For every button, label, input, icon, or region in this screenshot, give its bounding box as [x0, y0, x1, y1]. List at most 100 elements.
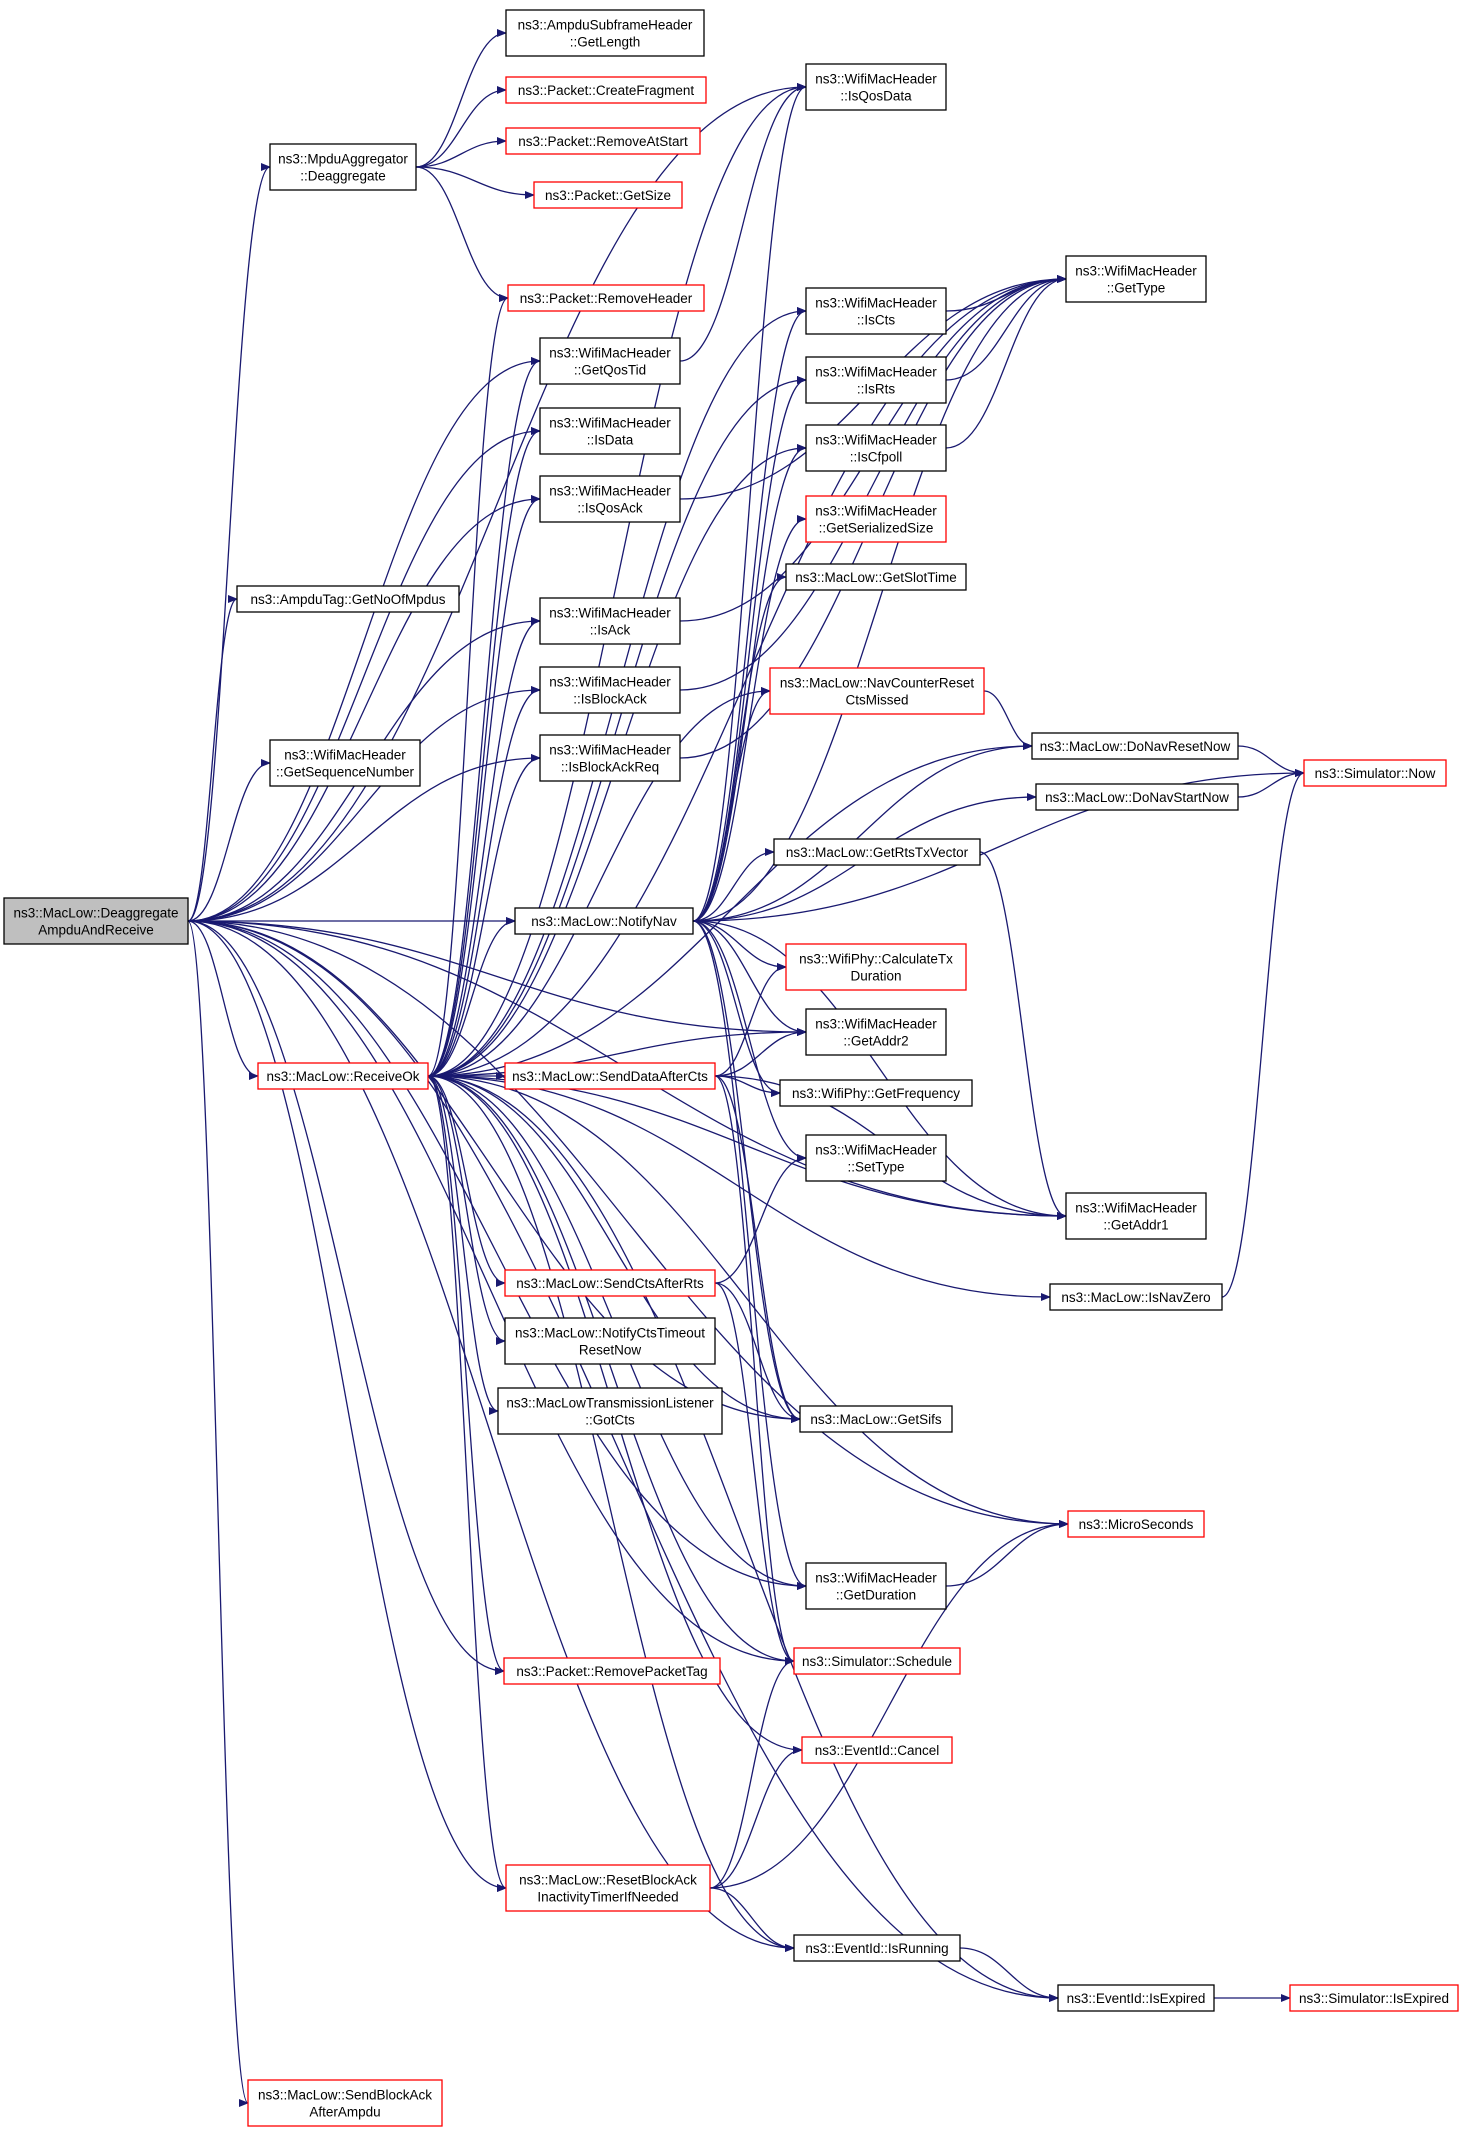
node-ampdutag[interactable]: ns3::AmpduTag::GetNoOfMpdus [236, 585, 460, 613]
node-simisexpired-box[interactable] [1289, 1984, 1459, 2012]
node-calctxduration-box[interactable] [785, 943, 967, 991]
node-schedule[interactable]: ns3::Simulator::Schedule [793, 1647, 961, 1675]
node-getseqnum[interactable]: ns3::WifiMacHeader::GetSequenceNumber [269, 739, 421, 787]
node-isack[interactable]: ns3::WifiMacHeader::IsAck [539, 597, 681, 645]
node-senddataaftercts-box[interactable] [504, 1062, 716, 1090]
node-donavstartnow[interactable]: ns3::MacLow::DoNavStartNow [1035, 783, 1239, 811]
node-isrunning[interactable]: ns3::EventId::IsRunning [793, 1934, 961, 1962]
node-getsifs-box[interactable] [799, 1405, 953, 1433]
node-getqostid[interactable]: ns3::WifiMacHeader::GetQosTid [539, 337, 681, 385]
node-isnavzero[interactable]: ns3::MacLow::IsNavZero [1049, 1283, 1223, 1311]
node-getqostid-box[interactable] [539, 337, 681, 385]
node-removeatstart-box[interactable] [505, 127, 701, 155]
node-getsifs[interactable]: ns3::MacLow::GetSifs [799, 1405, 953, 1433]
node-isqosdata[interactable]: ns3::WifiMacHeader::IsQosData [805, 63, 947, 111]
node-isexpired[interactable]: ns3::EventId::IsExpired [1057, 1984, 1215, 2012]
node-mpduagg[interactable]: ns3::MpduAggregator::Deaggregate [269, 143, 417, 191]
node-root-box[interactable] [3, 897, 189, 945]
node-getduration[interactable]: ns3::WifiMacHeader::GetDuration [805, 1562, 947, 1610]
node-createfrag-box[interactable] [505, 76, 707, 104]
node-receiveok[interactable]: ns3::MacLow::ReceiveOk [257, 1062, 429, 1090]
node-isblockackreq[interactable]: ns3::WifiMacHeader::IsBlockAckReq [539, 734, 681, 782]
node-removepackettag-box[interactable] [503, 1657, 721, 1685]
node-getslottime[interactable]: ns3::MacLow::GetSlotTime [785, 563, 967, 591]
node-isnavzero-box[interactable] [1049, 1283, 1223, 1311]
node-isblockackreq-box[interactable] [539, 734, 681, 782]
node-donavresetnow[interactable]: ns3::MacLow::DoNavResetNow [1031, 732, 1239, 760]
node-isdata[interactable]: ns3::WifiMacHeader::IsData [539, 407, 681, 455]
node-createfrag[interactable]: ns3::Packet::CreateFragment [505, 76, 707, 104]
node-senddataaftercts[interactable]: ns3::MacLow::SendDataAfterCts [504, 1062, 716, 1090]
node-getfrequency[interactable]: ns3::WifiPhy::GetFrequency [779, 1079, 973, 1107]
node-cancel[interactable]: ns3::EventId::Cancel [801, 1736, 953, 1764]
node-settype-box[interactable] [805, 1134, 947, 1182]
node-gettype-box[interactable] [1065, 255, 1207, 303]
node-isrunning-box[interactable] [793, 1934, 961, 1962]
node-subframelen-box[interactable] [505, 9, 705, 57]
node-sendctsafterrts-box[interactable] [504, 1269, 716, 1297]
node-getfrequency-box[interactable] [779, 1079, 973, 1107]
node-gettype[interactable]: ns3::WifiMacHeader::GetType [1065, 255, 1207, 303]
node-receiveok-box[interactable] [257, 1062, 429, 1090]
node-getsize-box[interactable] [533, 181, 683, 209]
node-iscfpoll[interactable]: ns3::WifiMacHeader::IsCfpoll [805, 424, 947, 472]
node-removepackettag[interactable]: ns3::Packet::RemovePacketTag [503, 1657, 721, 1685]
node-notifyctstimeout-box[interactable] [504, 1317, 716, 1365]
node-iscts-box[interactable] [805, 287, 947, 335]
node-subframelen[interactable]: ns3::AmpduSubframeHeader::GetLength [505, 9, 705, 57]
node-isqosack-box[interactable] [539, 475, 681, 523]
node-isqosack[interactable]: ns3::WifiMacHeader::IsQosAck [539, 475, 681, 523]
node-microseconds[interactable]: ns3::MicroSeconds [1067, 1510, 1205, 1538]
node-getrtstxvector-box[interactable] [773, 838, 981, 866]
node-removeheader[interactable]: ns3::Packet::RemoveHeader [507, 284, 705, 312]
node-ampdutag-box[interactable] [236, 585, 460, 613]
node-mpduagg-box[interactable] [269, 143, 417, 191]
node-isblockack[interactable]: ns3::WifiMacHeader::IsBlockAck [539, 666, 681, 714]
node-isqosdata-box[interactable] [805, 63, 947, 111]
node-isrts[interactable]: ns3::WifiMacHeader::IsRts [805, 356, 947, 404]
node-getaddr2-box[interactable] [805, 1008, 947, 1056]
node-iscts[interactable]: ns3::WifiMacHeader::IsCts [805, 287, 947, 335]
node-donavresetnow-box[interactable] [1031, 732, 1239, 760]
node-resetblockack[interactable]: ns3::MacLow::ResetBlockAckInactivityTime… [505, 1864, 711, 1912]
node-getaddr1-box[interactable] [1065, 1192, 1207, 1240]
node-sendctsafterrts[interactable]: ns3::MacLow::SendCtsAfterRts [504, 1269, 716, 1297]
node-getserialsize[interactable]: ns3::WifiMacHeader::GetSerializedSize [805, 495, 947, 543]
node-simnow[interactable]: ns3::Simulator::Now [1303, 759, 1447, 787]
node-resetblockack-box[interactable] [505, 1864, 711, 1912]
node-getaddr2[interactable]: ns3::WifiMacHeader::GetAddr2 [805, 1008, 947, 1056]
node-getaddr1[interactable]: ns3::WifiMacHeader::GetAddr1 [1065, 1192, 1207, 1240]
node-simisexpired[interactable]: ns3::Simulator::IsExpired [1289, 1984, 1459, 2012]
node-getslottime-box[interactable] [785, 563, 967, 591]
node-cancel-box[interactable] [801, 1736, 953, 1764]
node-removeatstart[interactable]: ns3::Packet::RemoveAtStart [505, 127, 701, 155]
node-isack-box[interactable] [539, 597, 681, 645]
node-notifynav-box[interactable] [514, 907, 694, 935]
node-getrtstxvector[interactable]: ns3::MacLow::GetRtsTxVector [773, 838, 981, 866]
node-iscfpoll-box[interactable] [805, 424, 947, 472]
node-sendblockack-box[interactable] [247, 2079, 443, 2127]
node-isexpired-box[interactable] [1057, 1984, 1215, 2012]
node-getseqnum-box[interactable] [269, 739, 421, 787]
node-getduration-box[interactable] [805, 1562, 947, 1610]
node-simnow-box[interactable] [1303, 759, 1447, 787]
node-isblockack-box[interactable] [539, 666, 681, 714]
node-settype[interactable]: ns3::WifiMacHeader::SetType [805, 1134, 947, 1182]
node-isdata-box[interactable] [539, 407, 681, 455]
node-notifynav[interactable]: ns3::MacLow::NotifyNav [514, 907, 694, 935]
node-microseconds-box[interactable] [1067, 1510, 1205, 1538]
node-getserialsize-box[interactable] [805, 495, 947, 543]
node-donavstartnow-box[interactable] [1035, 783, 1239, 811]
node-navcounterreset-box[interactable] [769, 667, 985, 715]
node-schedule-box[interactable] [793, 1647, 961, 1675]
node-gotcts[interactable]: ns3::MacLowTransmissionListener::GotCts [497, 1387, 723, 1435]
node-isrts-box[interactable] [805, 356, 947, 404]
node-removeheader-box[interactable] [507, 284, 705, 312]
node-gotcts-box[interactable] [497, 1387, 723, 1435]
node-getsize[interactable]: ns3::Packet::GetSize [533, 181, 683, 209]
